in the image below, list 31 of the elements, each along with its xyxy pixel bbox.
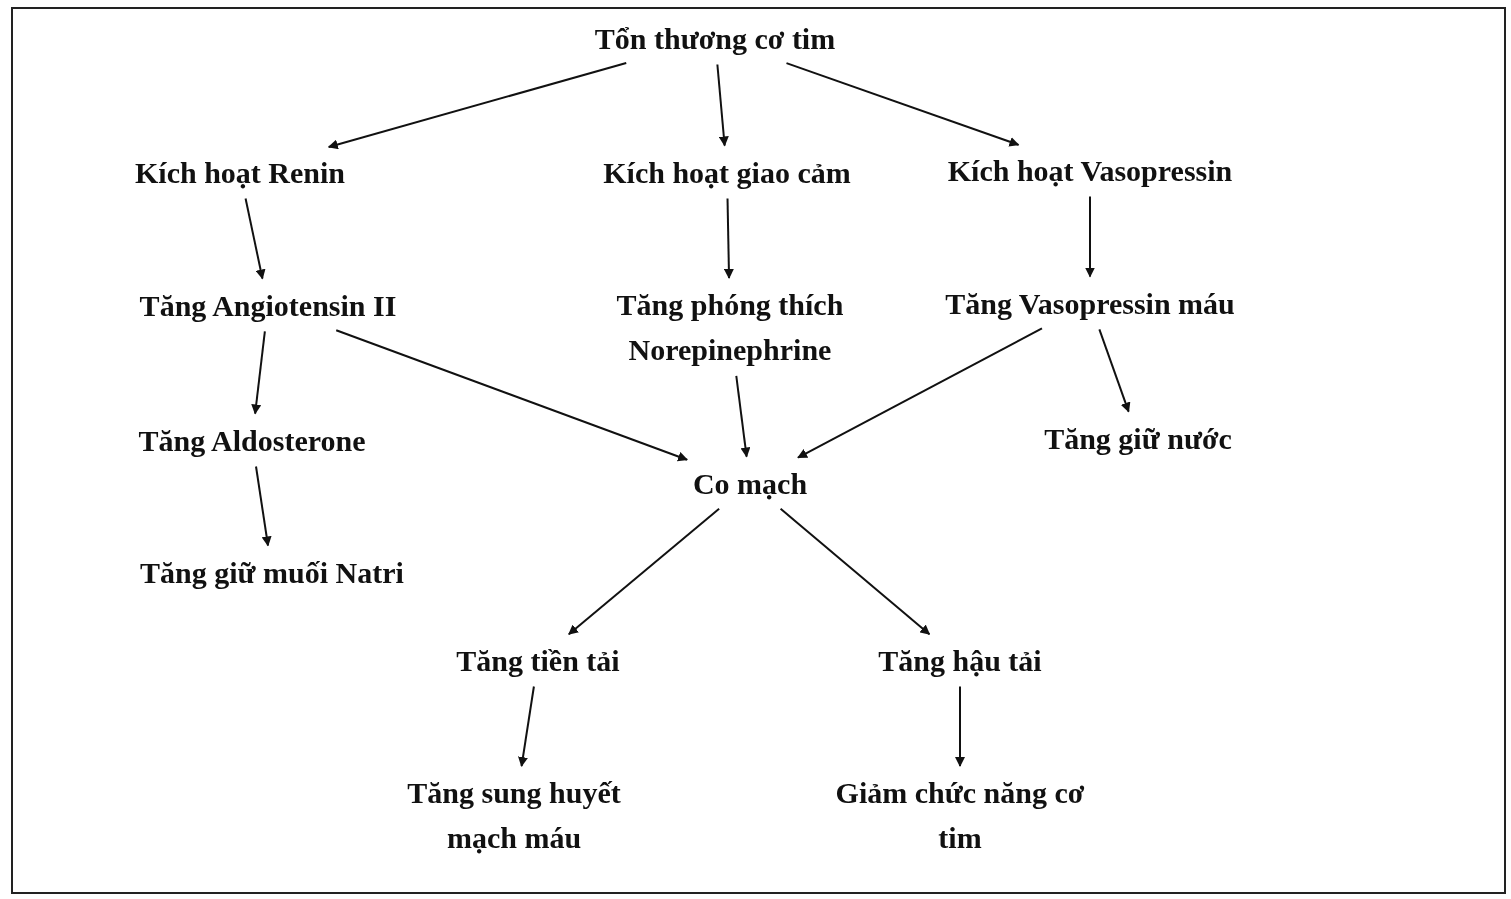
arrow [716,63,729,147]
arrow [244,197,266,280]
arrow [735,375,751,458]
arrow [327,62,628,150]
arrow [567,507,721,636]
arrow [955,685,965,767]
node-label: Giảm chức năng cơ tim [816,768,1104,862]
node-label: Co mạch [688,458,812,508]
node-label: Kích hoạt giao cảm [599,147,855,197]
arrow [723,197,734,279]
node-label: Kích hoạt Renin [131,147,349,197]
node-label: Tăng Aldosterone [134,415,370,465]
arrow [255,465,272,547]
arrow [797,327,1043,459]
node-label: Tăng giữ muối Natri [136,547,408,597]
node-label: Tổn thương cơ tim [590,13,840,63]
node-label: Tăng hậu tải [874,635,1046,685]
arrow [335,329,689,462]
node-label: Tăng tiền tải [452,635,624,685]
arrow [785,62,1020,147]
node-label: Tăng Angiotensin II [135,280,401,330]
node-label: Tăng phóng thích Norepinephrine [576,280,884,374]
node-label: Kích hoạt Vasopressin [943,145,1237,195]
node-label: Tăng sung huyết mạch máu [370,768,658,862]
arrow [1085,195,1095,278]
arrow [518,685,535,767]
arrow [1098,328,1131,413]
arrow [779,507,931,636]
arrow [251,330,266,415]
node-label: Tăng giữ nước [1040,413,1236,463]
node-label: Tăng Vasopressin máu [941,278,1239,328]
